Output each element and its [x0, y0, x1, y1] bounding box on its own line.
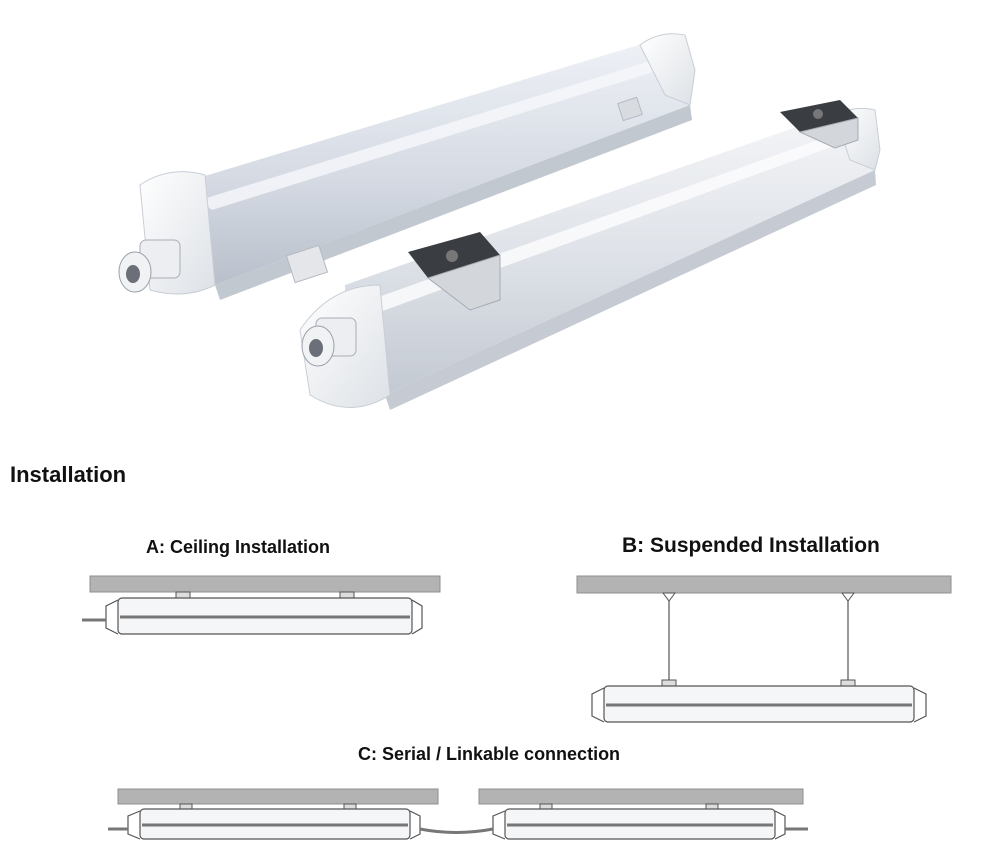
mounting-clip [705, 803, 719, 810]
fixture-outline [492, 808, 786, 840]
product-illustration [118, 33, 881, 410]
mounting-bracket [780, 100, 859, 149]
link-cable [419, 827, 494, 834]
ceiling-installation-caption: A: Ceiling Installation [146, 537, 331, 557]
cable-gland [301, 317, 357, 367]
fixture-outline [105, 597, 423, 635]
mounting-clip [539, 803, 553, 810]
mounting-clip [339, 591, 355, 599]
fixture-two [299, 100, 881, 410]
ceiling-slab [478, 788, 804, 805]
ceiling-slab [576, 575, 952, 594]
ceiling-slab [117, 788, 439, 805]
mounting-clip [343, 803, 357, 810]
fixture-outline [591, 685, 927, 723]
fixture-outline [127, 808, 421, 840]
suspended-installation-diagram [576, 575, 952, 723]
serial-connection-caption: C: Serial / Linkable connection [358, 744, 621, 764]
mounting-clip [175, 591, 191, 599]
mounting-clip [661, 679, 677, 687]
mounting-clip [840, 679, 856, 687]
fixture-one [118, 33, 696, 300]
ceiling-slab [89, 575, 441, 593]
serial-connection-diagram [108, 788, 808, 840]
suspended-installation-caption: B: Suspended Installation [622, 534, 880, 557]
section-heading: Installation [10, 462, 127, 487]
ceiling-anchor [662, 592, 676, 602]
ceiling-anchor [841, 592, 855, 602]
cable-gland [118, 239, 181, 293]
mounting-bracket [408, 232, 501, 311]
mounting-clip [179, 803, 193, 810]
ceiling-installation-diagram [82, 575, 441, 635]
